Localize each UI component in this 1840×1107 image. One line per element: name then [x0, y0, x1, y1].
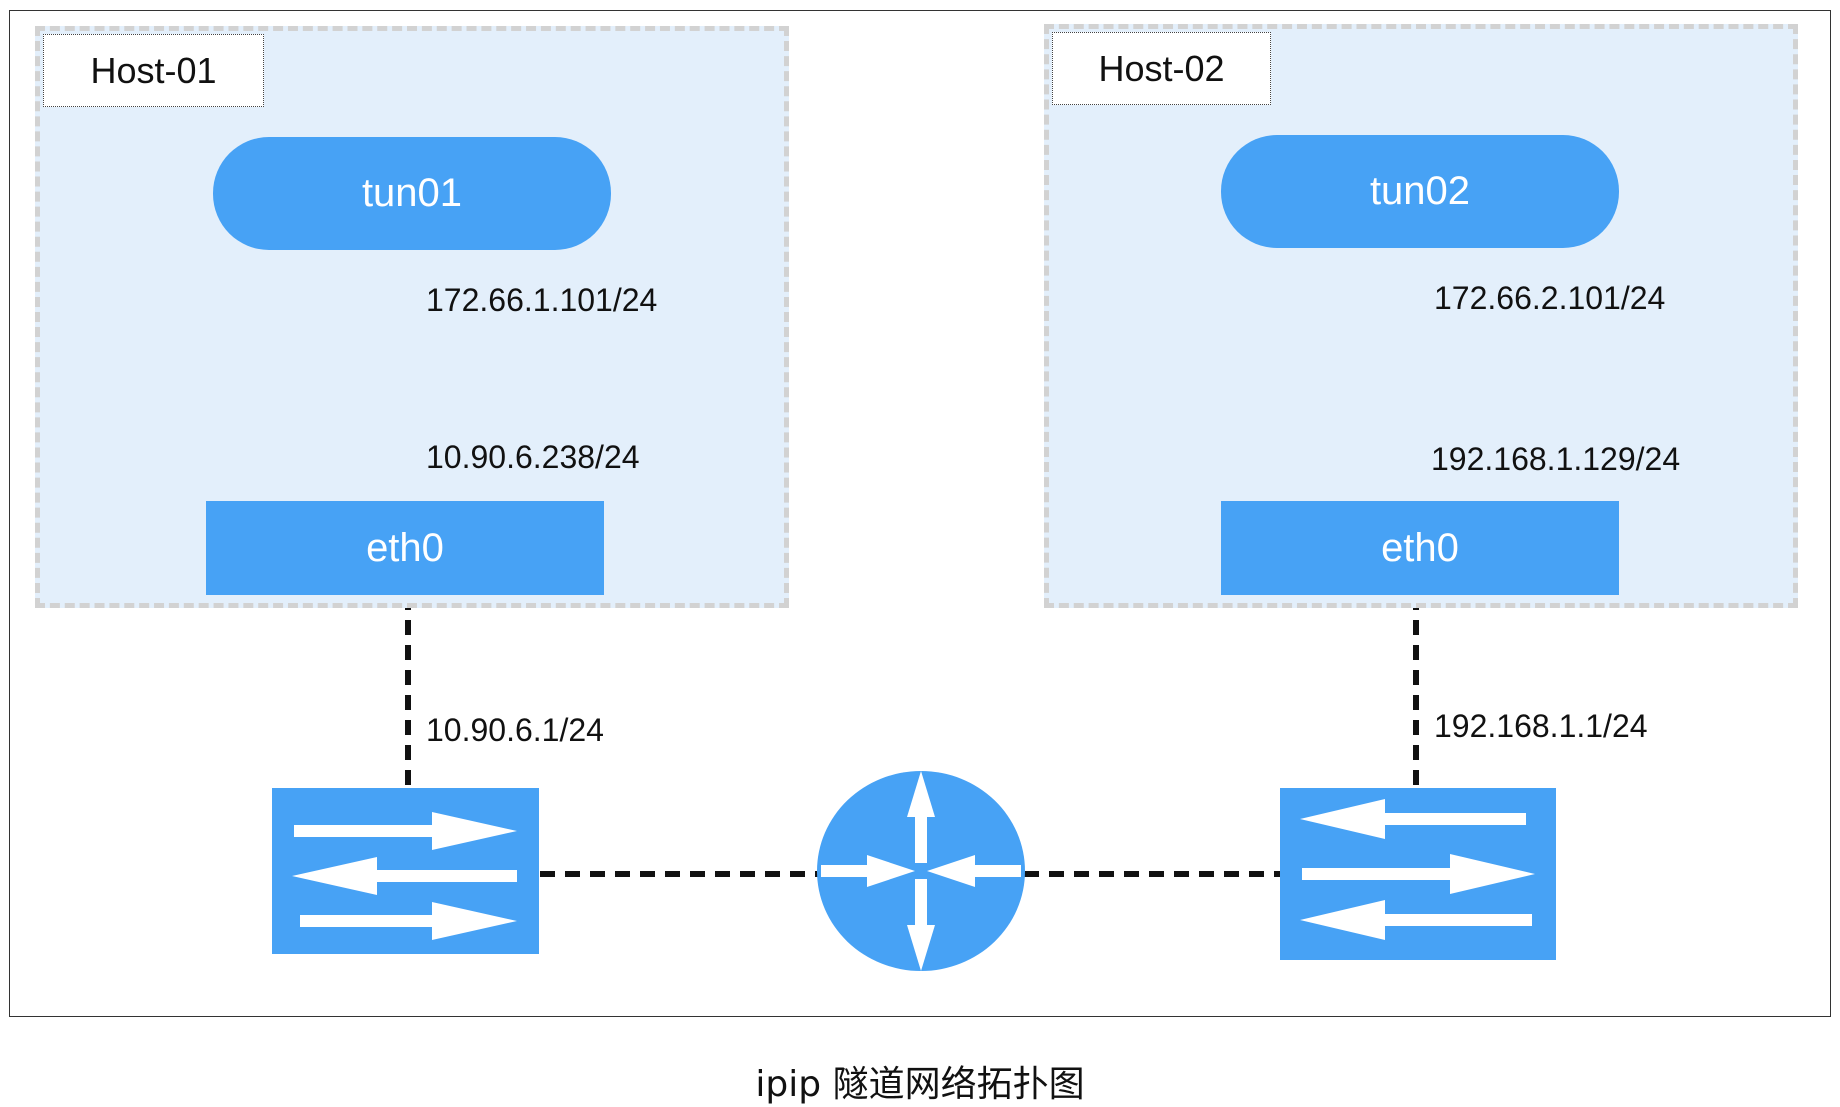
- right-switch: [1280, 788, 1556, 960]
- diagram-caption: ipip 隧道网络拓扑图: [755, 1064, 1085, 1105]
- router: [817, 771, 1025, 971]
- tun02-interface: tun02: [1221, 135, 1619, 248]
- host-02-tun-ip: 172.66.2.101/24: [1434, 280, 1666, 316]
- host-02-gateway-ip: 192.168.1.1/24: [1434, 708, 1648, 744]
- host-01-tun-ip: 172.66.1.101/24: [426, 282, 658, 318]
- host-01-label: Host-01: [43, 34, 264, 107]
- host-01-eth0-interface: eth0: [206, 501, 604, 595]
- left-switch: [272, 788, 539, 954]
- host-01-gateway-ip: 10.90.6.1/24: [426, 712, 604, 748]
- router-icon: [817, 771, 1025, 971]
- host-01-eth-ip: 10.90.6.238/24: [426, 439, 640, 475]
- host-02-label: Host-02: [1052, 32, 1271, 105]
- host-02-eth0-interface: eth0: [1221, 501, 1619, 595]
- tun01-interface: tun01: [213, 137, 611, 250]
- diagram-frame: [9, 10, 1831, 1017]
- host-02-eth-ip: 192.168.1.129/24: [1431, 441, 1681, 477]
